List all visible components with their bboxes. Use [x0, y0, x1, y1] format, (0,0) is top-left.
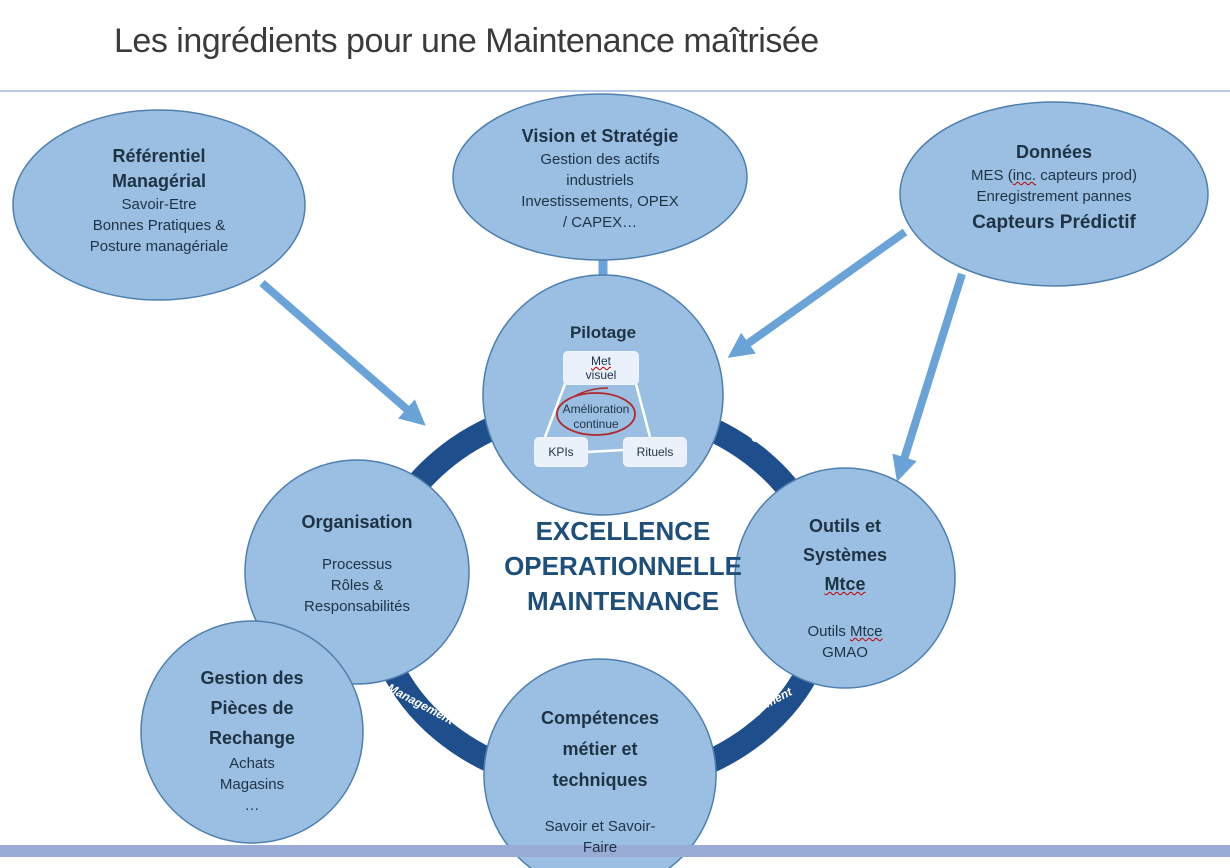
pieces-line: … [244, 797, 260, 814]
vision-line: industriels [566, 172, 634, 189]
competences-title-1: Compétences [540, 708, 660, 728]
outils-title-2: Systèmes [802, 545, 888, 565]
pilotage-bubble [482, 274, 724, 516]
referentiel-line: Bonnes Pratiques & [92, 217, 226, 234]
pilotage-title: Pilotage [569, 323, 637, 342]
amelioration-label: Amélioration continue [556, 402, 636, 432]
vision-line: / CAPEX… [562, 214, 638, 231]
organisation-line: Processus [321, 556, 393, 573]
pieces-line: Magasins [219, 776, 285, 793]
outils-line: GMAO [822, 644, 868, 661]
referentiel-title-1: Référentiel [112, 146, 206, 166]
page-title: Les ingrédients pour une Maintenance maî… [114, 22, 819, 60]
vision-text: Vision et Stratégie Gestion des actifs i… [475, 124, 725, 233]
met-visuel-box: Met visuel [563, 351, 639, 385]
pieces-title-1: Gestion des [200, 668, 304, 688]
donnees-line-part: inc. [1012, 167, 1037, 184]
donnees-line: MES (inc. capteurs prod) [971, 165, 1137, 186]
pieces-line: Achats [229, 755, 275, 772]
pilotage-connector [586, 448, 624, 454]
outils-bubble [734, 467, 956, 689]
pieces-bubble [140, 620, 364, 844]
outils-line: Outils Mtce [807, 621, 882, 642]
donnees-line-part: capteurs prod) [1036, 167, 1137, 184]
outils-line-part: Outils [807, 623, 850, 640]
pieces-title-3: Rechange [208, 728, 296, 748]
center-line: MAINTENANCE [526, 586, 720, 616]
competences-text: Compétences métier et techniques Savoir … [505, 703, 695, 858]
vision-line: Gestion des actifs [540, 151, 660, 168]
competences-bubble [483, 658, 717, 868]
organisation-line: Rôles & [330, 577, 384, 594]
amelioration-line: Amélioration [562, 402, 630, 416]
referentiel-bubble [12, 109, 306, 301]
arrow-donnees-to-outils [892, 272, 966, 482]
referentiel-line: Posture managériale [89, 238, 229, 255]
pieces-text: Gestion des Pièces de Rechange Achats Ma… [167, 663, 337, 816]
pilotage-connector [543, 383, 567, 438]
organisation-bubble [244, 459, 470, 685]
amelioration-arrow [574, 387, 609, 397]
center-line: OPERATIONNELLE [504, 551, 742, 581]
met-visuel-label: Met visuel [586, 354, 617, 382]
pilotage-title-box: Pilotage [523, 320, 683, 345]
footer-bar [0, 845, 1230, 857]
center-line: EXCELLENCE [535, 516, 711, 546]
donnees-line: Enregistrement pannes [976, 188, 1132, 205]
outils-title-1: Outils et [808, 516, 881, 536]
rituels-box: Rituels [623, 437, 687, 467]
kpis-box: KPIs [534, 437, 588, 467]
competences-title-3: techniques [552, 770, 648, 790]
donnees-emphasis: Capteurs Prédictif [972, 212, 1136, 233]
donnees-title: Données [1015, 142, 1093, 162]
outils-line-part: Mtce [850, 623, 883, 640]
amelioration-circle [556, 392, 636, 436]
pieces-title-2: Pièces de [210, 698, 294, 718]
referentiel-title-2: Managérial [111, 171, 207, 191]
amelioration-line: continue [573, 417, 619, 431]
referentiel-line: Savoir-Etre [121, 196, 197, 213]
header-divider [0, 90, 1230, 92]
center-label: EXCELLENCE OPERATIONNELLE MAINTENANCE [488, 514, 758, 619]
arrow-referentiel-to-ring [259, 279, 426, 426]
donnees-line-part: MES ( [971, 167, 1013, 184]
competences-title-2: métier et [562, 739, 638, 759]
vision-title: Vision et Stratégie [521, 126, 679, 146]
referentiel-text: Référentiel Managérial Savoir-Etre Bonne… [34, 144, 284, 257]
arrow-donnees-to-pilotage [727, 228, 908, 358]
donnees-text: Données MES (inc. capteurs prod) Enregis… [924, 140, 1184, 238]
competences-line: Savoir et Savoir- [544, 818, 656, 835]
met-visuel-line: visuel [585, 368, 617, 382]
vision-line: Investissements, OPEX [521, 193, 679, 210]
donnees-bubble [899, 101, 1209, 287]
met-visuel-line: Met [590, 354, 611, 368]
organisation-title: Organisation [301, 512, 413, 532]
pilotage-connector [634, 383, 652, 438]
outils-title-3: Mtce [824, 574, 866, 594]
vision-bubble [452, 93, 748, 261]
organisation-line: Responsabilités [304, 598, 410, 615]
organisation-text: Organisation Processus Rôles & Responsab… [262, 510, 452, 617]
competences-line: Faire [582, 839, 618, 856]
outils-text: Outils et Systèmes Mtce Outils Mtce GMAO [760, 512, 930, 663]
